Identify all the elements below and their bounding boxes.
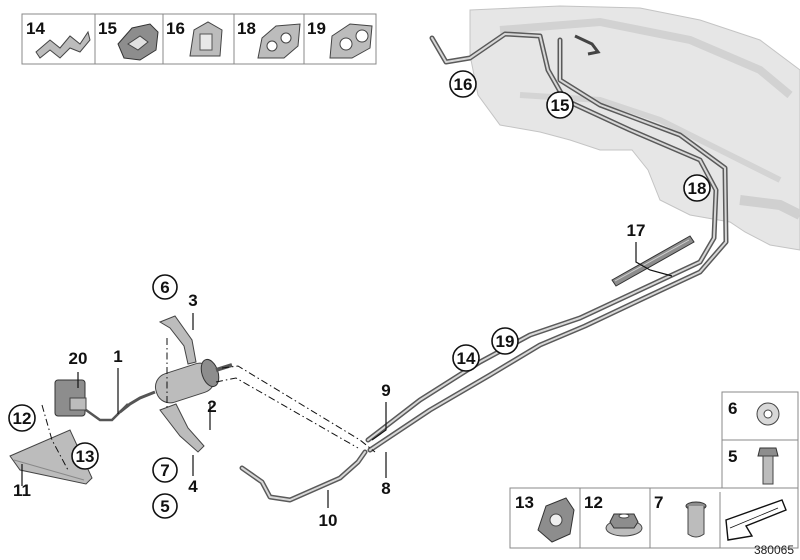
thumb-label-16: 16 bbox=[166, 19, 185, 38]
callout-7: 7 bbox=[152, 457, 178, 483]
thumb-label-15: 15 bbox=[98, 19, 117, 38]
filter-bracket-lower bbox=[159, 403, 205, 453]
callout-5: 5 bbox=[152, 493, 178, 519]
bracket-17 bbox=[611, 235, 695, 287]
callout-17: 17 bbox=[627, 221, 646, 240]
detail-label-7: 7 bbox=[654, 493, 663, 512]
spring-nut-icon bbox=[756, 402, 780, 426]
detail-label-13: 13 bbox=[515, 493, 534, 512]
clip-14-icon bbox=[35, 30, 91, 59]
svg-text:14: 14 bbox=[457, 349, 476, 368]
svg-text:18: 18 bbox=[688, 179, 707, 198]
detail-panel-bottom: 13 12 7 bbox=[509, 487, 799, 549]
thumb-label-19: 19 bbox=[307, 19, 326, 38]
callout-8: 8 bbox=[381, 479, 390, 498]
clip-16-icon bbox=[189, 21, 223, 57]
detail-panel-right: 6 5 bbox=[721, 391, 799, 493]
svg-text:6: 6 bbox=[160, 278, 169, 297]
callout-10: 10 bbox=[319, 511, 338, 530]
callout-2: 2 bbox=[207, 397, 216, 416]
detail-label-5: 5 bbox=[728, 447, 737, 466]
thumbnail-row: 14 15 16 18 19 bbox=[21, 13, 377, 65]
callout-11: 11 bbox=[13, 481, 31, 500]
leader-lines bbox=[21, 242, 673, 508]
clip-15-icon bbox=[117, 23, 159, 61]
callout-20: 20 bbox=[69, 349, 88, 368]
callout-3: 3 bbox=[188, 291, 197, 310]
callout-13: 13 bbox=[71, 442, 99, 470]
callout-12: 12 bbox=[8, 404, 36, 432]
clip-13-icon bbox=[537, 497, 575, 543]
clip-18-icon bbox=[257, 23, 301, 59]
thumb-label-14: 14 bbox=[26, 19, 45, 38]
detail-label-12: 12 bbox=[584, 493, 603, 512]
callout-1: 1 bbox=[113, 347, 122, 366]
filter-bracket-upper bbox=[158, 315, 197, 365]
callout-14: 14 bbox=[452, 344, 480, 372]
callout-15: 15 bbox=[546, 91, 574, 119]
hex-bolt-icon bbox=[757, 447, 779, 485]
detail-label-6: 6 bbox=[728, 399, 737, 418]
callout-19: 19 bbox=[491, 327, 519, 355]
fuel-tank bbox=[469, 5, 800, 251]
svg-text:15: 15 bbox=[551, 96, 570, 115]
thumb-label-18: 18 bbox=[237, 19, 256, 38]
pressure-sensor bbox=[54, 379, 129, 422]
holder-plate bbox=[9, 429, 93, 485]
rivet-nut-icon bbox=[685, 501, 707, 538]
callout-18: 18 bbox=[683, 174, 711, 202]
callout-16: 16 bbox=[449, 70, 477, 98]
svg-text:16: 16 bbox=[454, 75, 473, 94]
callout-6: 6 bbox=[152, 274, 178, 300]
svg-text:19: 19 bbox=[496, 332, 515, 351]
callout-9: 9 bbox=[381, 381, 390, 400]
diagram-reference-number: 380065 bbox=[754, 543, 794, 557]
assembly-lines bbox=[41, 338, 376, 471]
fuel-pipes bbox=[239, 31, 729, 503]
fuel-filter bbox=[119, 358, 233, 414]
direction-arrow-icon bbox=[725, 499, 787, 541]
callout-4: 4 bbox=[188, 477, 198, 496]
clip-19-icon bbox=[329, 23, 373, 59]
svg-text:5: 5 bbox=[160, 497, 169, 516]
svg-text:12: 12 bbox=[13, 409, 32, 428]
svg-text:7: 7 bbox=[160, 461, 169, 480]
hex-nut-washer-icon bbox=[605, 513, 643, 537]
svg-text:13: 13 bbox=[76, 447, 95, 466]
